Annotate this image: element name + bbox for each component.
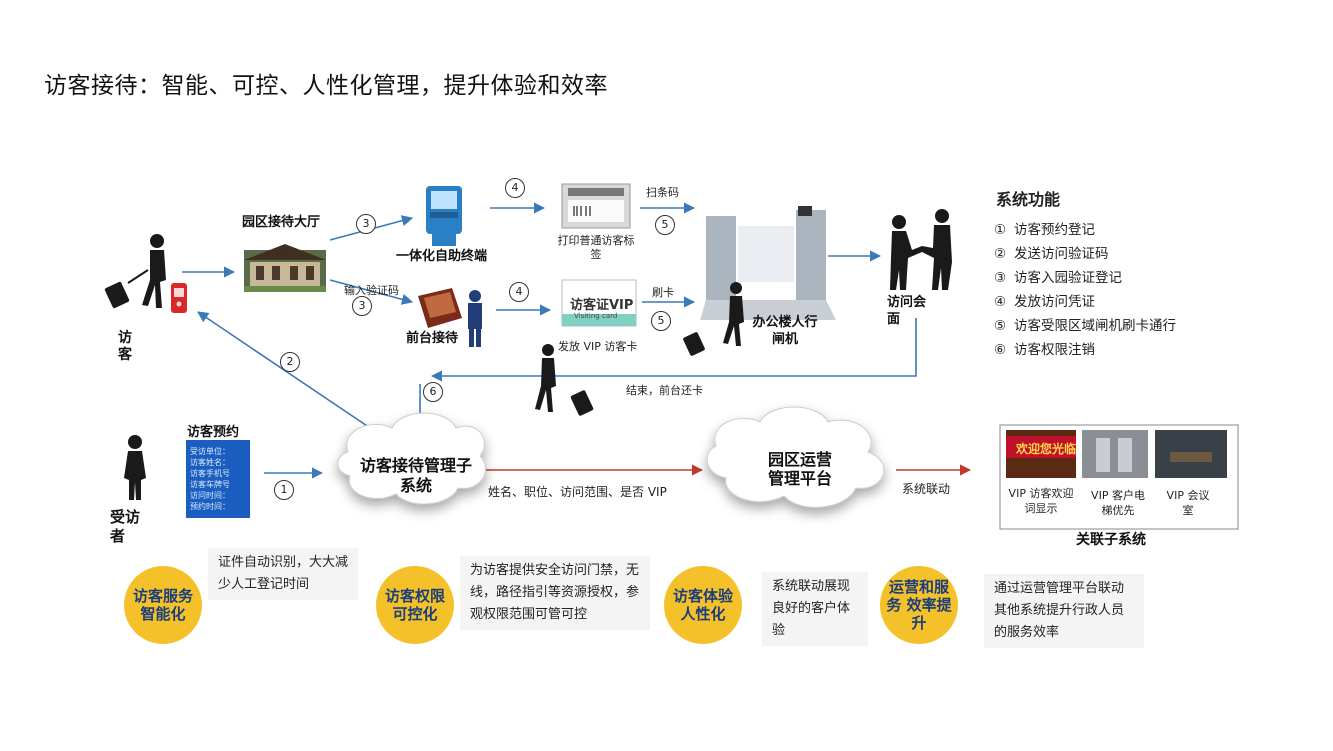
vip-caption-meeting-room: VIP 会议室	[1166, 489, 1210, 517]
vip-caption-elevator: VIP 客户电梯优先	[1091, 489, 1145, 517]
kiosk-label: 一体化自助终端	[396, 249, 488, 264]
booking-form-field: 访问时间：	[190, 491, 230, 500]
step-4-print: 4	[505, 178, 525, 198]
edge-label-link: 系统联动	[902, 482, 951, 496]
print-label-image	[561, 183, 631, 229]
vip-welcome-banner: 欢迎您光临	[1016, 442, 1077, 456]
vip-photos	[999, 424, 1239, 530]
feature-badge-smart-service: 访客服务 智能化	[124, 566, 202, 644]
front-desk-image	[418, 288, 482, 347]
edge-label-scan-code: 扫条码	[646, 186, 679, 199]
feature-desc-efficiency: 通过运营管理平台联动其他系统提升行政人员的服务效率	[984, 574, 1144, 648]
vip-card-subtext: Visiting card	[574, 312, 618, 320]
edge-label-info: 姓名、职位、访问范围、是否 VIP	[488, 485, 667, 499]
booking-form-field: 访客手机号	[190, 469, 230, 478]
edge-label-print-label: 打印普通访客标签	[557, 234, 635, 261]
edge-label-vip-card: 发放 VIP 访客卡	[558, 340, 638, 353]
step-5-swipe: 5	[651, 311, 671, 331]
front-desk-label: 前台接待	[406, 331, 459, 346]
visitor-label: 访客	[118, 330, 132, 363]
related-subsystem-label: 关联子系统	[1076, 532, 1146, 548]
feature-badge-experience: 访客体验人性化	[664, 566, 742, 644]
step-5-scan: 5	[655, 215, 675, 235]
host-label: 受访者	[110, 508, 141, 545]
feature-badge-access-control: 访客权限可控化	[376, 566, 454, 644]
subsystem-label: 访客接待管理子系统	[359, 456, 472, 495]
booking-form-field: 访客车牌号	[190, 480, 230, 489]
arrow-subsystem-visitor	[197, 311, 383, 437]
arrow-hall-desk	[329, 279, 414, 305]
feature-desc-access-control: 为访客提供安全访问门禁，无线，路径指引等资源授权，参观权限范围可管可控	[460, 556, 650, 630]
gate-image	[700, 206, 836, 320]
walking-visitor-figure	[535, 344, 594, 416]
arrow-return-card	[430, 318, 917, 382]
reception-hall-image	[244, 244, 326, 292]
functions-title: 系统功能	[996, 190, 1061, 209]
feature-desc-smart-service: 证件自动识别，大大减少人工登记时间	[208, 548, 358, 600]
booking-form-field: 受访单位：	[190, 447, 230, 456]
host-figure	[124, 435, 146, 500]
meeting-figures	[890, 209, 952, 290]
page-title: 访客接待：智能、可控、人性化管理，提升体验和效率	[44, 73, 608, 99]
vip-card-text: 访客证VIP	[570, 298, 634, 313]
reception-hall-label: 园区接待大厅	[242, 215, 321, 230]
vip-card-image	[561, 279, 637, 327]
platform-cloud-shape	[706, 406, 885, 508]
visitor-figure	[104, 234, 166, 309]
booking-form-field: 访客姓名：	[190, 458, 230, 467]
booking-form-panel	[186, 440, 250, 518]
vip-caption-welcome: VIP 访客欢迎词显示	[1008, 487, 1074, 515]
step-1: 1	[274, 480, 294, 500]
edge-label-swipe: 刷卡	[652, 286, 674, 299]
booking-form-fields: 受访单位： 访客姓名： 访客手机号 访客车牌号 访问时间： 预约时间：	[190, 446, 248, 512]
step-4-card: 4	[509, 282, 529, 302]
office-gate-label: 办公楼人行闸机	[752, 315, 818, 347]
booking-label: 访客预约	[187, 425, 240, 440]
step-3-desk: 3	[352, 296, 372, 316]
feature-desc-experience: 系统联动展现良好的客户体验	[762, 572, 868, 646]
feature-badge-efficiency: 运营和服务 效率提升	[880, 566, 958, 644]
step-3-kiosk: 3	[356, 214, 376, 234]
gate-visitor-figure	[683, 282, 744, 356]
edge-label-return-card: 结束，前台还卡	[626, 384, 703, 397]
platform-label: 园区运营管理平台	[768, 450, 833, 488]
step-6: 6	[423, 382, 443, 402]
kiosk-image	[426, 186, 462, 246]
subsystem-cloud-shape	[337, 412, 486, 505]
edge-label-sms-code: 输入验证码	[344, 284, 399, 297]
meeting-label: 访问会面	[887, 295, 927, 327]
booking-form-field: 预约时间：	[190, 502, 230, 511]
step-2: 2	[280, 352, 300, 372]
phone-icon	[171, 283, 187, 313]
